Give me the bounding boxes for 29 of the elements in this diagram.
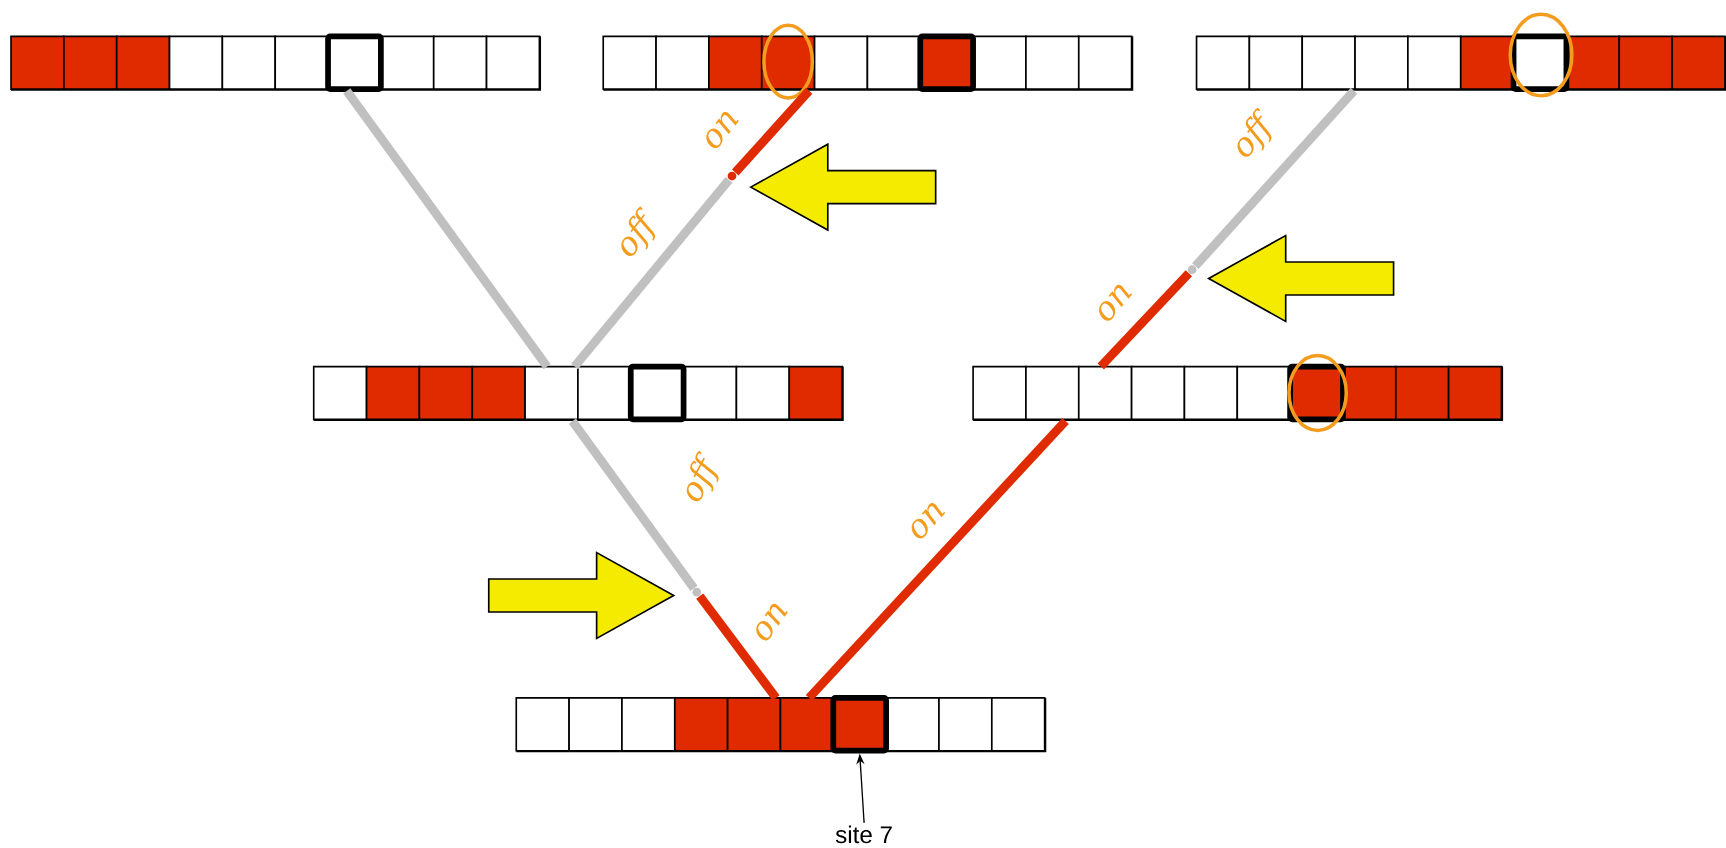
cell-strip [312, 363, 844, 423]
circle-mark [1508, 12, 1574, 98]
branch-line [732, 88, 813, 176]
site-label: site 7 [835, 825, 892, 844]
circle-mark [1287, 354, 1348, 433]
junction-point [692, 588, 702, 597]
branch-line [1192, 88, 1358, 270]
junction-point [1187, 265, 1197, 275]
junction-point [727, 171, 737, 181]
branch-line [696, 593, 780, 701]
cell-strip [1195, 33, 1726, 93]
edge-label: on [911, 503, 946, 539]
branch-line [1097, 270, 1193, 370]
cell-strip [10, 33, 542, 93]
edge-label: off [686, 450, 719, 502]
edge-label: on [756, 603, 788, 641]
edge-label: off [1237, 107, 1272, 157]
branch-line [571, 177, 733, 370]
edge-label: on [1099, 285, 1133, 321]
edge-label: on [706, 112, 739, 149]
cell-strip [515, 695, 1047, 754]
cell-strip [602, 33, 1134, 93]
edge-label: off [621, 206, 655, 257]
branch-line [343, 88, 551, 370]
branch-line [805, 418, 1069, 702]
circle-mark [762, 23, 815, 100]
branch-line [568, 418, 698, 592]
cell-strip [972, 363, 1504, 423]
block-arrow [749, 143, 937, 232]
